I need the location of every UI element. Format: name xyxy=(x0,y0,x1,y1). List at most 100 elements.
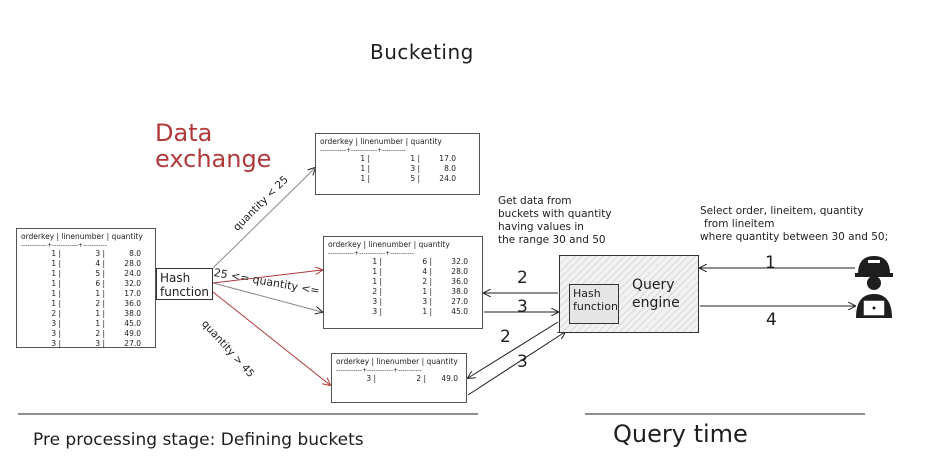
engineer-icon xyxy=(855,256,893,318)
table-cell: 8.0 xyxy=(129,249,141,258)
table-cell: 27.0 xyxy=(451,297,468,306)
table-cell: 32.0 xyxy=(124,279,141,288)
table-cell: 45.0 xyxy=(124,319,141,328)
table-cell: 3 | xyxy=(422,297,432,306)
table-cell: 6 | xyxy=(422,257,432,266)
step-3-mid: 3 xyxy=(517,297,528,317)
table-cell: 1 | xyxy=(360,174,370,183)
table-row: 2 | 1 | 38.0 xyxy=(328,287,478,297)
get-data-note: Get data from buckets with quantity havi… xyxy=(498,195,612,247)
hash-function-line-1: Hash xyxy=(160,271,191,285)
bucket-high-separator: ------------+------------+----------- xyxy=(336,367,422,374)
table-cell: 36.0 xyxy=(124,299,141,308)
table-row: 3 |2 |49.0 xyxy=(21,329,151,339)
table-cell: 1 | xyxy=(95,289,105,298)
table-cell: 1 | xyxy=(51,299,61,308)
engine-hash-line-1: Hash xyxy=(573,287,601,300)
table-cell: 3 | xyxy=(51,339,61,348)
table-row: 2 | 1 | 38.0 xyxy=(21,309,151,319)
table-cell: 1 | xyxy=(95,309,105,318)
arrow-3-from-high xyxy=(467,332,565,396)
table-cell: 1 | xyxy=(372,277,382,286)
table-row: 1 |1 |17.0 xyxy=(320,154,475,164)
table-cell: 2 | xyxy=(95,329,105,338)
table-cell: 27.0 xyxy=(124,339,141,348)
table-cell: 3 | xyxy=(366,374,376,383)
table-cell: 3 | xyxy=(95,339,105,348)
table-row: 1 |6 |32.0 xyxy=(21,279,151,289)
bucket-mid-separator: ------------+------------+----------- xyxy=(328,250,414,257)
table-cell: 1 | xyxy=(51,269,61,278)
table-cell: 38.0 xyxy=(451,287,468,296)
table-cell: 2 | xyxy=(51,309,61,318)
table-cell: 24.0 xyxy=(124,269,141,278)
step-3-high: 3 xyxy=(517,352,528,372)
table-cell: 3 | xyxy=(372,297,382,306)
table-cell: 4 | xyxy=(95,259,105,268)
table-cell: 4 | xyxy=(422,267,432,276)
table-cell: 8.0 xyxy=(444,164,456,173)
table-row: 1 |2 |36.0 xyxy=(328,277,478,287)
table-row: 1 |3 |8.0 xyxy=(320,164,475,174)
table-row: 1 |5 |24.0 xyxy=(21,269,151,279)
step-4: 4 xyxy=(766,310,777,330)
table-row: 1 |1 |17.0 xyxy=(21,289,151,299)
table-cell: 17.0 xyxy=(124,289,141,298)
table-row: 3 | 3 | 27.0 xyxy=(21,339,151,349)
table-cell: 5 | xyxy=(410,174,420,183)
table-row: 3 |1 |45.0 xyxy=(21,319,151,329)
table-row: 1 |3 |8.0 xyxy=(21,249,151,259)
table-cell: 1 | xyxy=(360,164,370,173)
source-table-header: orderkey | linenumber | quantity xyxy=(21,232,143,241)
engine-hash-line-2: function xyxy=(573,300,618,313)
table-cell: 1 | xyxy=(372,267,382,276)
sql-line-2: from lineitem xyxy=(704,218,775,230)
arrow-exchange-red xyxy=(212,270,322,284)
arrow-2-to-high xyxy=(468,321,559,378)
table-cell: 1 | xyxy=(51,279,61,288)
engine-hash-function: Hash function xyxy=(569,284,619,324)
table-cell: 1 | xyxy=(360,154,370,163)
table-cell: 17.0 xyxy=(439,154,456,163)
table-cell: 1 | xyxy=(422,307,432,316)
table-row: 3 | 1 | 45.0 xyxy=(328,307,478,317)
bucket-low-table: orderkey | linenumber | quantity -------… xyxy=(315,133,480,195)
table-cell: 2 | xyxy=(372,287,382,296)
table-cell: 45.0 xyxy=(451,307,468,316)
step-1: 1 xyxy=(765,253,776,273)
hash-function-line-2: function xyxy=(160,285,210,299)
data-exchange-line-1: Data xyxy=(155,119,213,147)
table-cell: 3 | xyxy=(51,329,61,338)
table-row: 1 |4 |28.0 xyxy=(21,259,151,269)
step-2-high: 2 xyxy=(500,327,511,347)
table-cell: 2 | xyxy=(95,299,105,308)
bucket-low-separator: ------------+------------+----------- xyxy=(320,147,406,154)
source-table-separator: ------------+------------+----------- xyxy=(21,242,107,249)
table-cell: 24.0 xyxy=(439,174,456,183)
table-cell: 38.0 xyxy=(124,309,141,318)
bucket-high-header: orderkey | linenumber | quantity xyxy=(336,357,458,366)
table-row: 1 | 2 | 36.0 xyxy=(21,299,151,309)
arrow-to-low-bucket xyxy=(212,168,315,269)
sql-query-note: Select order, lineitem, quantity from li… xyxy=(700,205,888,244)
query-time-label: Query time xyxy=(613,420,748,448)
bucket-high-table: orderkey | linenumber | quantity -------… xyxy=(331,353,467,403)
get-data-line-4: the range 30 and 50 xyxy=(498,234,606,246)
table-cell: 3 | xyxy=(372,307,382,316)
arrow-to-high-bucket xyxy=(212,291,330,385)
step-2-mid: 2 xyxy=(517,268,528,288)
get-data-line-3: having values in xyxy=(498,221,584,233)
get-data-line-2: buckets with quantity xyxy=(498,208,612,220)
bucket-high-rows: 3 |2 |49.0 xyxy=(336,374,462,384)
table-cell: 1 | xyxy=(422,287,432,296)
source-table: orderkey | linenumber | quantity -------… xyxy=(16,228,156,348)
query-engine-line-2: engine xyxy=(632,295,680,311)
table-cell: 49.0 xyxy=(441,374,458,383)
diagram-title: Bucketing xyxy=(370,40,474,64)
data-exchange-line-2: exchange xyxy=(155,145,272,173)
sql-line-3: where quantity between 30 and 50; xyxy=(700,231,889,243)
sql-line-1: Select order, lineitem, quantity xyxy=(700,205,864,217)
